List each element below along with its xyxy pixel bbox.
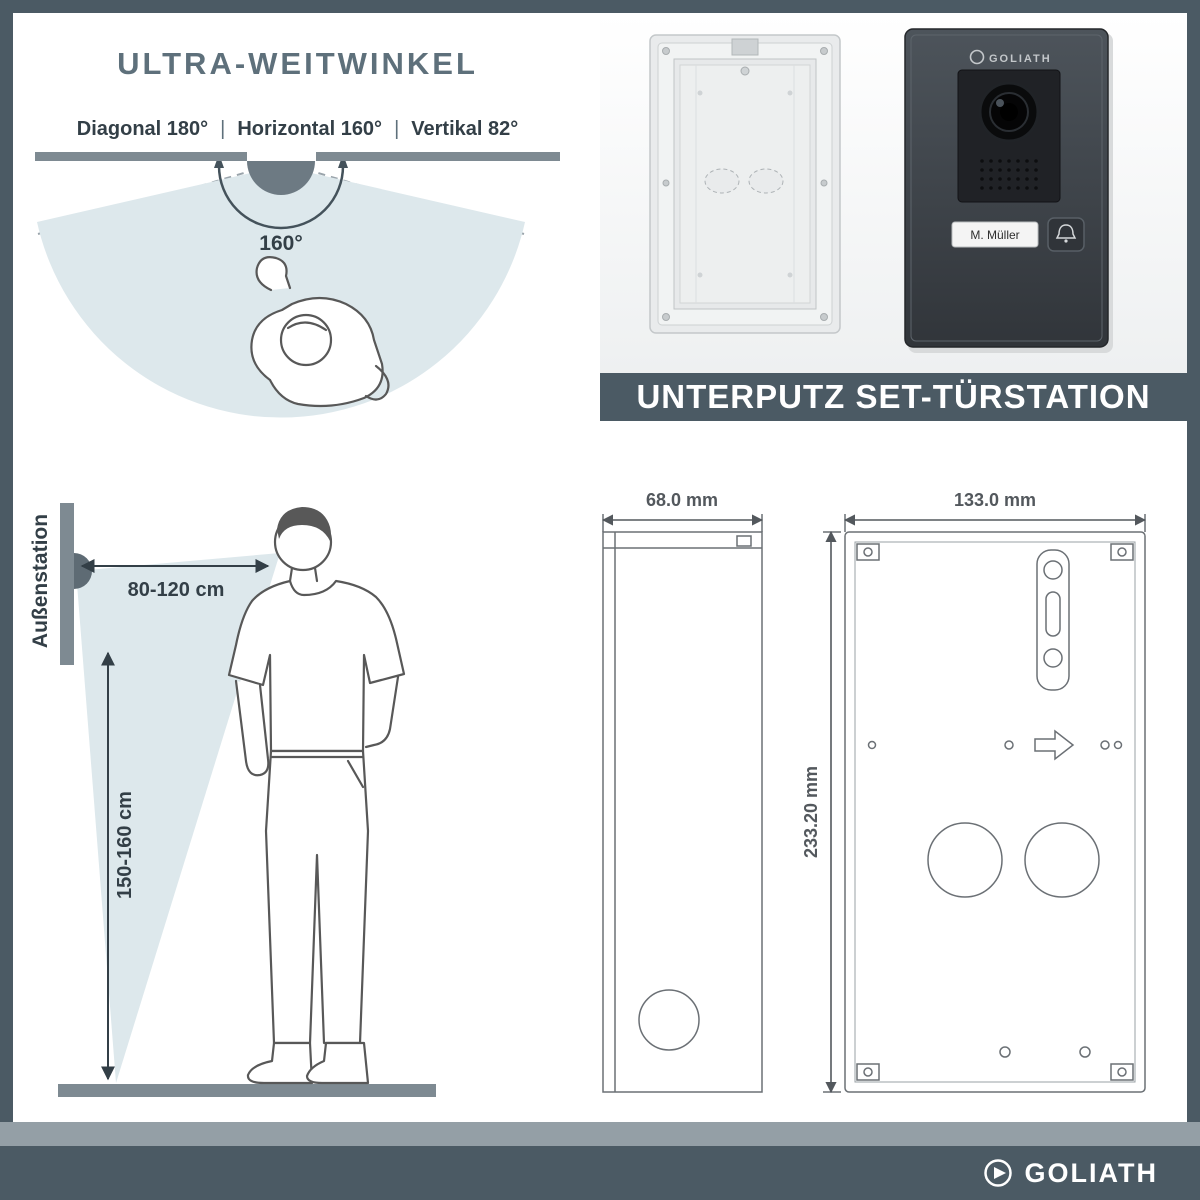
floor-bar	[58, 1084, 436, 1097]
flush-mount-box	[649, 34, 841, 334]
speaker-grille-icon	[980, 155, 1038, 191]
bell-icon	[1055, 224, 1077, 239]
panel-brand-label: GOLIATH	[989, 53, 1052, 65]
height-dimension-mounting: 150-160 cm	[101, 651, 136, 1081]
page-title: ULTRA-WEITWINKEL	[117, 46, 478, 81]
person-top-view	[250, 256, 390, 408]
frame-left	[0, 0, 13, 1200]
wall-bar-right	[316, 152, 560, 161]
nameplate-label: M. Müller	[970, 228, 1019, 242]
outdoor-station-wall	[60, 503, 74, 665]
front-view-drawing	[823, 514, 1146, 1093]
bell-button[interactable]	[1047, 217, 1085, 252]
brand-logo: GOLIATH	[969, 49, 1052, 65]
knockout-hole-left	[927, 822, 1003, 898]
brand-emblem-icon	[969, 49, 985, 65]
wall-bar-left	[35, 152, 247, 161]
height-label: 233.20 mm	[801, 766, 821, 858]
mounting-height-label: 150-160 cm	[114, 791, 136, 899]
depth-label: 68.0 mm	[646, 492, 718, 510]
keyhole-slots	[1036, 549, 1070, 691]
knockout-hole-right	[1024, 822, 1100, 898]
spec-separator: |	[394, 118, 400, 140]
mounting-cone	[76, 553, 280, 1083]
bell-clapper-icon	[1064, 239, 1068, 243]
cable-arrow-icon	[1034, 729, 1075, 761]
height-dimension: 233.20 mm	[801, 530, 837, 1094]
fov-diagram: 160°	[35, 152, 560, 418]
frame-right	[1187, 0, 1200, 1200]
camera-lens-icon	[978, 81, 1040, 143]
product-banner: UNTERPUTZ SET-TÜRSTATION	[600, 373, 1187, 421]
width-dimension: 133.0 mm	[843, 492, 1147, 526]
spec-diagonal: Diagonal 180°	[76, 118, 209, 140]
standing-person	[227, 507, 406, 1085]
width-label: 133.0 mm	[954, 492, 1036, 510]
mounting-diagram: Außenstation 80-120 cm 150-160 cm	[30, 503, 436, 1097]
specs-row: Diagonal 180° | Horizontal 160° | Vertik…	[30, 118, 565, 141]
nameplate: M. Müller	[951, 221, 1039, 248]
angle-label: 160°	[259, 232, 302, 255]
spec-separator: |	[220, 118, 226, 140]
spec-horizontal: Horizontal 160°	[237, 118, 383, 140]
corner-mounting-tabs	[856, 543, 1134, 1081]
footer-strip	[0, 1122, 1200, 1146]
depth-dimension: 68.0 mm	[601, 492, 764, 526]
fov-cone	[37, 166, 525, 418]
door-station-panel: GOLIATH M. Müller	[904, 28, 1113, 353]
product-photo: GOLIATH M. Müller	[600, 13, 1187, 373]
frame-top	[0, 0, 1200, 13]
brand-emblem-icon	[983, 1159, 1012, 1187]
station-label: Außenstation	[30, 514, 52, 648]
footer-logo: GOLIATH	[981, 1156, 1158, 1190]
side-view-drawing	[602, 514, 763, 1093]
distance-dimension: 80-120 cm	[80, 559, 270, 601]
camera-dome-icon	[247, 161, 315, 195]
technical-drawings: 68.0 mm 133.	[601, 492, 1147, 1094]
distance-label: 80-120 cm	[128, 579, 225, 601]
spec-vertical: Vertikal 82°	[411, 118, 519, 140]
footer-brand-label: GOLIATH	[1024, 1157, 1158, 1188]
